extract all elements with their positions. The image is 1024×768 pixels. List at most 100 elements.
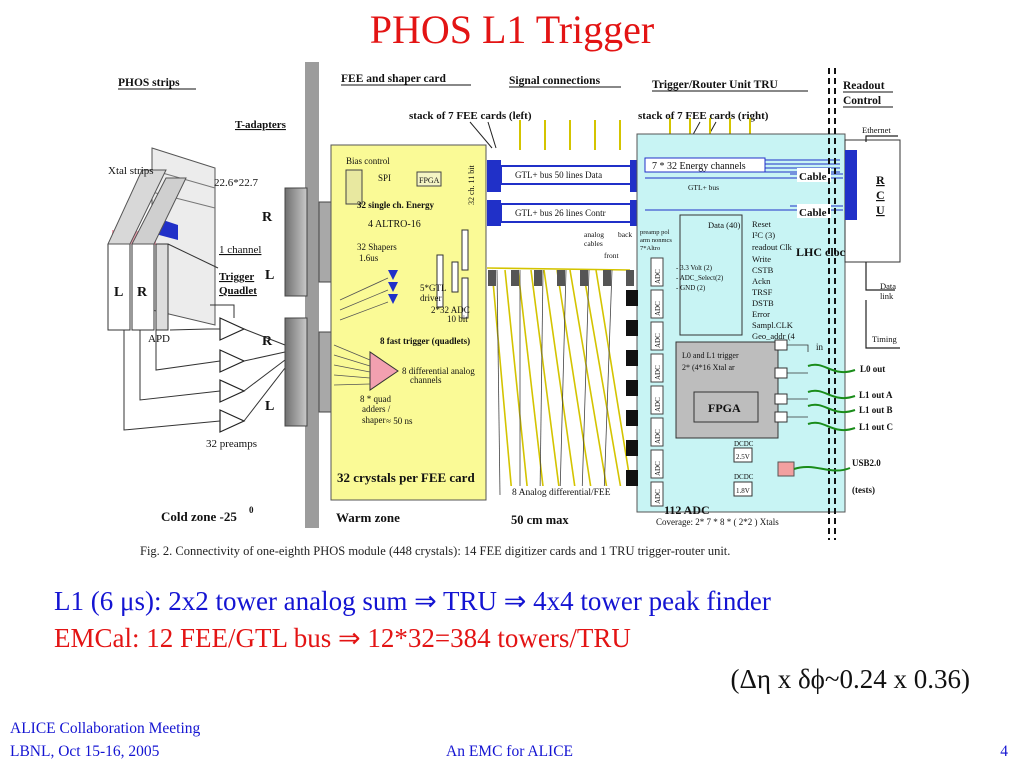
fee-crystals: 32 crystals per FEE card [337,470,475,485]
header-tru: Trigger/Router Unit TRU [652,79,779,91]
header-readout: Readout [843,80,885,92]
fee-quad-3: shaper [362,415,386,425]
t-adapter-r-top: R [262,210,273,225]
xtal-strips [107,147,219,331]
fee-fast: 8 fast trigger (quadlets) [380,336,470,346]
fee-cable-bundle [486,267,631,496]
t-adapter-r-bottom: R [262,334,273,349]
fee-fast-lines [333,277,389,386]
rcu-timing: Timing [872,334,897,344]
adc-chip-labels: ADC ADC ADC ADC ADC ADC ADC ADC [654,269,662,504]
rcu-c: C [876,188,885,202]
rcu-u: U [876,203,885,217]
page-number: 4 [1000,743,1008,760]
bus-data-label: GTL+ bus 50 lines Data [515,170,602,180]
t-adapter-top [284,187,334,297]
fee-fpga: FPGA [419,176,440,185]
tru-preamp-2: arm nonmcs [640,237,672,244]
rcu-arrows [865,135,900,349]
adc-chip-label: ADC [654,301,662,316]
fee-fpga-box [416,171,442,187]
cable-1-label: Cable [799,171,827,183]
dashed-dividers [828,68,836,540]
tru-dcdc-2: DCDC [734,473,754,481]
tru-energy-label: 7 * 32 Energy channels [652,161,746,172]
tru-analog-2: cables [584,239,603,248]
adc-chip-label: ADC [654,429,662,444]
tru-preamp-1: preamp pol [640,229,670,236]
tru-input-connectors [626,290,638,486]
tru-trsf: TRSF [752,287,773,297]
figure-caption: Fig. 2. Connectivity of one-eighth PHOS … [140,544,731,558]
summary-line-1: L1 (6 μs): 2x2 tower analog sum ⇒ TRU ⇒ … [54,586,771,616]
bus-control-label: GTL+ bus 26 lines Contr [515,208,606,218]
tru-sampl: Sampl.CLK [752,320,794,330]
analog-diff-label: 8 Analog differential/FEE [512,487,611,498]
header-signal-connections: Signal connections [509,75,601,87]
data40-bus [679,214,743,336]
cold-warm-wall [305,62,319,528]
label-apd: APD [148,333,170,345]
tru-adc-count: 112 ADC [664,503,710,517]
header-phos-strips: PHOS strips [118,77,180,89]
footer-center: An EMC for ALICE [446,743,574,760]
fee-adc-1: 2*32 ADC [431,305,470,315]
label-t-adapters: T-adapters [235,119,287,131]
rcu-ethernet: Ethernet [862,125,891,135]
adc-chip-label: ADC [654,461,662,476]
adc-chip-label: ADC [654,397,662,412]
t-adapter-l-bottom: L [265,399,274,414]
cable-box-2 [797,204,831,218]
label-l1-out-b: L1 out B [859,405,893,415]
fee-bias: Bias control [346,156,390,166]
rcu-side-chip [845,150,857,220]
fee-altro: 4 ALTRO-16 [368,219,421,230]
cable-box-1 [797,168,831,182]
fee-spi: SPI [378,173,391,183]
tru-gtl-bus: GTL+ bus [688,183,719,192]
t-adapter-bottom [284,317,334,427]
dcdc-box-2 [733,481,753,497]
t-adapter-l-top: L [265,268,274,283]
fee-bias-box [345,169,363,205]
tru-fpga: FPGA [708,401,741,415]
fee-diff-1: 8 differential analog [402,366,475,376]
tru-v3: - GND (2) [676,284,706,292]
tru-ackn: Ackn [752,276,771,286]
label-l1-out-c: L1 out C [859,422,893,432]
fee-quad-2: adders / [362,404,391,414]
fee-shapers-1: 32 Shapers [357,242,397,252]
label-dims: 22.6*22.7 [214,177,259,189]
lhc-clock-label: LHC clock [796,245,852,259]
tru-cstb: CSTB [752,265,774,275]
coil-connectors [488,270,634,286]
dcdc-box-1 [733,447,753,463]
tru-error: Error [752,309,770,319]
strip-r-label: R [137,285,148,300]
preamp-triangles [219,317,246,433]
tru-back: back [618,230,632,239]
label-trigger: Trigger [219,271,254,283]
label-one-channel: 1 channel [219,244,261,256]
tru-l0l1-1: L0 and L1 trigger [682,351,739,360]
tru-i2c: I²C (3) [752,230,775,240]
energy-bus [644,157,766,173]
tru-adc-chips [650,257,664,507]
label-left-stack: stack of 7 FEE cards (left) [409,110,532,122]
green-output-cables [793,363,856,472]
fee-diff-2: channels [410,375,442,385]
fee-single: 32 single ch. Energy [357,200,435,210]
rcu-r: R [876,173,885,187]
label-xtal-strips: Xtal strips [108,165,154,177]
tru-v2: - ADC_Select(2) [676,274,724,282]
label-in: in [816,342,824,352]
tru-dstb: DSTB [752,298,774,308]
rcu-link: link [880,291,894,301]
fee-gtl-2: driver [420,293,442,303]
tru-dcdc-1: DCDC [734,440,754,448]
label-50cm: 50 cm max [511,513,569,527]
adc-chip-label: ADC [654,333,662,348]
top-wire-bundle [519,118,751,150]
label-usb: USB2.0 [852,458,881,468]
label-cold-zone: Cold zone -25 [161,509,237,524]
